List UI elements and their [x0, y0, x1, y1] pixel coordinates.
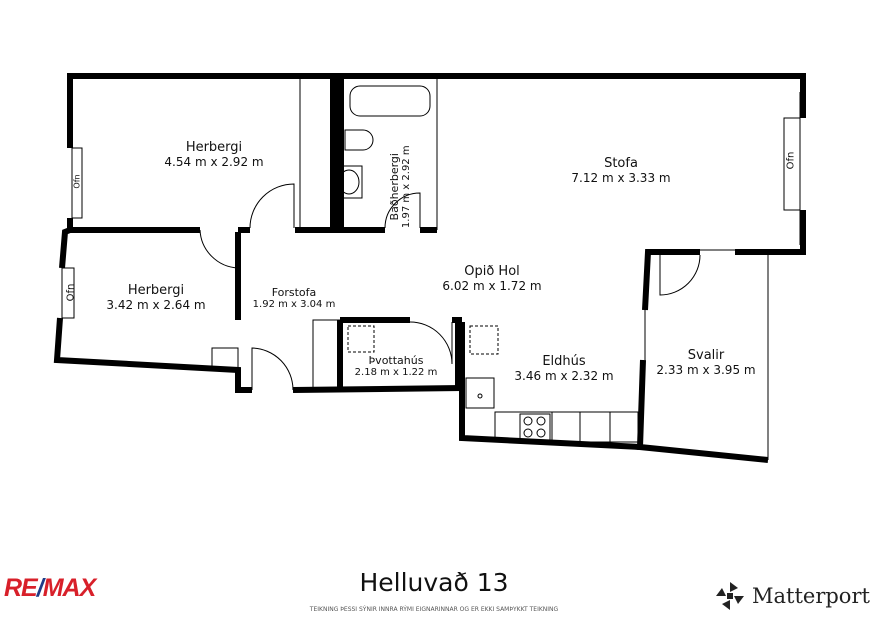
room-name: Forstofa: [271, 286, 317, 299]
heater-label: Ofn: [72, 174, 82, 189]
room-name: Baðherbergi: [388, 153, 401, 221]
heater-label: Ofn: [65, 283, 77, 302]
walls: [53, 73, 806, 463]
room-dims: 3.42 m x 2.64 m: [106, 298, 206, 312]
room-dims: 7.12 m x 3.33 m: [571, 171, 671, 185]
room-name: Svalir: [687, 348, 725, 363]
room-dims: 1.92 m x 3.04 m: [252, 299, 336, 310]
remax-logo: RE/MAX: [4, 574, 96, 602]
room-name: Þvottahús: [368, 354, 424, 367]
room-name: Opið Hol: [464, 264, 520, 279]
room-dims: 2.33 m x 3.95 m: [656, 363, 756, 377]
room-dims: 1.97 m x 2.92 m: [401, 145, 412, 229]
room-name: Stofa: [604, 156, 638, 171]
heater-label: Ofn: [785, 151, 797, 170]
room-dims: 4.54 m x 2.92 m: [164, 155, 264, 169]
room-name: Herbergi: [185, 140, 243, 155]
room-name: Herbergi: [127, 283, 185, 298]
matterport-wordmark: Matterport: [752, 584, 870, 608]
property-title: Helluvað 13: [359, 568, 509, 597]
matterport-logo: Matterport: [714, 580, 870, 612]
fixtures: [61, 78, 801, 460]
room-dims: 2.18 m x 1.22 m: [354, 367, 438, 378]
matterport-icon: [716, 582, 744, 610]
room-dims: 6.02 m x 1.72 m: [442, 279, 542, 293]
disclaimer: TEIKNING ÞESSI SÝNIR INNRA RÝMI EIGNARIN…: [309, 606, 559, 613]
room-dims: 3.46 m x 2.32 m: [514, 369, 614, 383]
room-name: Eldhús: [542, 354, 586, 369]
